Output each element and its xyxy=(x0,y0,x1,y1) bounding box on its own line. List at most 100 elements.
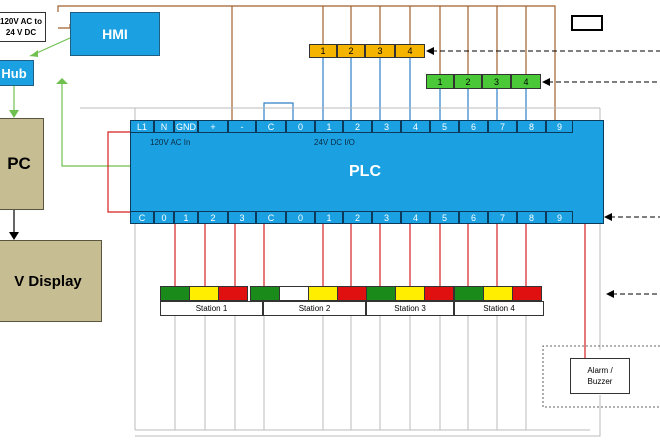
station-3-lamp-2 xyxy=(395,286,425,301)
plc-ac-label: 120V AC In xyxy=(150,138,191,147)
hmi-box: HMI xyxy=(70,12,160,56)
plc-bottom-terminal-13: 7 xyxy=(488,211,517,224)
station-3-label: Station 3 xyxy=(366,301,454,316)
alarm-line1: Alarm / xyxy=(587,366,613,375)
red-wire-ac-loop xyxy=(107,131,130,213)
station-3-lamp-1 xyxy=(366,286,396,301)
green-arrow-pc xyxy=(9,110,19,118)
plc-bottom-terminal-15: 9 xyxy=(546,211,573,224)
plc-bottom-terminal-12: 6 xyxy=(459,211,488,224)
orange-bank-1: 1 xyxy=(309,44,337,58)
pc-box: PC xyxy=(0,118,44,210)
plc-top-terminal-1: N xyxy=(154,120,174,133)
plc-top-terminal-4: - xyxy=(228,120,256,133)
green-bank-4: 4 xyxy=(511,74,541,89)
plc-bottom-terminal-8: 2 xyxy=(343,211,372,224)
blue-wire-minus-c xyxy=(263,102,294,120)
station-2-lamp-2 xyxy=(279,286,309,301)
dashed-arrow-head-2 xyxy=(542,78,550,86)
plc-bottom-terminal-0: C xyxy=(130,211,154,224)
plc-top-terminal-0: L1 xyxy=(130,120,154,133)
station-4-lamp-3 xyxy=(512,286,542,301)
dashed-arrow-head-3 xyxy=(604,213,612,221)
station-4-label: Station 4 xyxy=(454,301,544,316)
plc-top-terminal-15: 9 xyxy=(546,120,573,133)
pc-label: PC xyxy=(7,154,31,173)
plc-bottom-terminal-5: C xyxy=(256,211,286,224)
station-1-label: Station 1 xyxy=(160,301,263,316)
station-1-lamp-1 xyxy=(160,286,190,301)
station-1-lamp-3 xyxy=(218,286,248,301)
plc-top-terminal-11: 5 xyxy=(430,120,459,133)
green-bank-3: 3 xyxy=(482,74,511,89)
gray-wire-outer xyxy=(80,107,136,120)
plc-bottom-terminal-1: 0 xyxy=(154,211,174,224)
green-arrow-hub-from-plc xyxy=(56,78,68,84)
plc-dc-label: 24V DC I/O xyxy=(314,138,355,147)
plc-bottom-terminal-7: 1 xyxy=(315,211,343,224)
station-4-lamp-1 xyxy=(454,286,484,301)
green-bank-1: 1 xyxy=(426,74,454,89)
display-box: V Display xyxy=(0,240,102,322)
station-2-text: Station 2 xyxy=(298,304,331,313)
station-2-label: Station 2 xyxy=(263,301,366,316)
plc-top-terminal-9: 3 xyxy=(372,120,401,133)
station-2-lamp-4 xyxy=(337,286,367,301)
brown-wire-ps-hmi xyxy=(58,24,71,29)
green-bank-2-label: 2 xyxy=(465,76,471,87)
power-supply-box: 120V AC to 24 V DC xyxy=(0,12,46,42)
plc-bottom-terminal-3: 2 xyxy=(198,211,228,224)
station-2-lamp-3 xyxy=(308,286,338,301)
plc-top-terminal-2: GND xyxy=(174,120,198,133)
plc-top-terminal-5: C xyxy=(256,120,286,133)
green-arrow-hub-in xyxy=(30,50,38,57)
orange-bank-3: 3 xyxy=(365,44,395,58)
plc-bottom-terminal-10: 4 xyxy=(401,211,430,224)
display-label: V Display xyxy=(14,272,82,290)
plc-top-terminal-7: 1 xyxy=(315,120,343,133)
power-supply-line2: 24 V DC xyxy=(5,28,37,37)
orange-bank-2: 2 xyxy=(337,44,365,58)
alarm-buzzer-box: Alarm / Buzzer xyxy=(570,358,630,394)
green-bank-1-label: 1 xyxy=(437,76,443,87)
green-bank-3-label: 3 xyxy=(493,76,499,87)
orange-bank-1-label: 1 xyxy=(320,46,326,56)
plc-top-terminal-13: 7 xyxy=(488,120,517,133)
orange-bank-2-label: 2 xyxy=(348,46,354,56)
station-3-text: Station 3 xyxy=(394,304,426,313)
plc-top-terminal-10: 4 xyxy=(401,120,430,133)
alarm-line2: Buzzer xyxy=(587,377,613,386)
plc-top-terminal-6: 0 xyxy=(286,120,315,133)
plc-bottom-terminal-6: 0 xyxy=(286,211,315,224)
orange-bank-4-label: 4 xyxy=(407,46,413,56)
dashed-arrow-head-1 xyxy=(426,47,434,55)
orange-bank-3-label: 3 xyxy=(377,46,383,56)
green-bank-4-label: 4 xyxy=(523,76,529,87)
green-bank-2: 2 xyxy=(454,74,482,89)
dashed-arrow-head-4 xyxy=(606,290,614,298)
alarm-dashed-box xyxy=(542,345,660,408)
hub-box: Hub xyxy=(0,60,34,86)
plc-bottom-terminal-2: 1 xyxy=(174,211,198,224)
plc-top-terminal-12: 6 xyxy=(459,120,488,133)
station-1-lamp-2 xyxy=(189,286,219,301)
plc-top-terminal-14: 8 xyxy=(517,120,546,133)
power-supply-line1: 120V AC to xyxy=(0,17,42,26)
green-wire-hub-plc xyxy=(61,84,130,167)
station-4-lamp-2 xyxy=(483,286,513,301)
orange-bank-4: 4 xyxy=(395,44,425,58)
plc-bottom-terminal-11: 5 xyxy=(430,211,459,224)
station-1-text: Station 1 xyxy=(195,304,228,313)
black-arrow-display xyxy=(9,232,19,240)
station-3-lamp-3 xyxy=(424,286,454,301)
gray-wire-bottom xyxy=(135,395,601,437)
plc-bottom-terminal-4: 3 xyxy=(228,211,256,224)
plc-bottom-terminal-9: 3 xyxy=(372,211,401,224)
screen-icon xyxy=(571,15,603,31)
hmi-label: HMI xyxy=(102,26,128,42)
station-4-text: Station 4 xyxy=(483,304,515,313)
brown-wire-top xyxy=(57,5,556,120)
plc-bottom-terminal-14: 8 xyxy=(517,211,546,224)
hub-label: Hub xyxy=(1,65,27,81)
